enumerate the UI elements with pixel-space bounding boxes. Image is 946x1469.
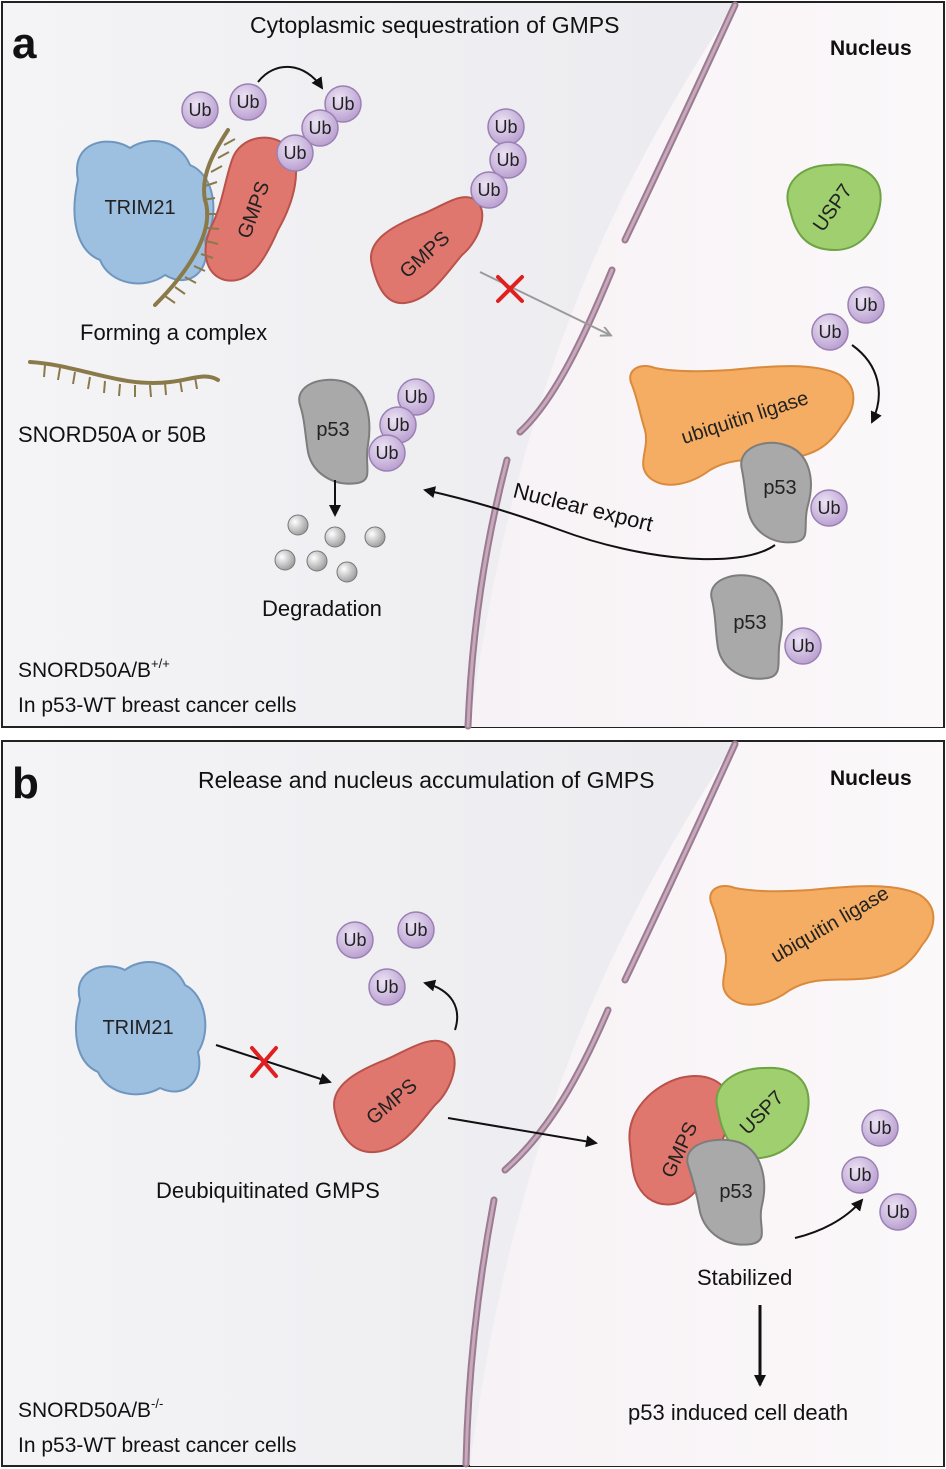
ub-marker: Ub (489, 141, 527, 179)
svg-text:Ub: Ub (404, 920, 427, 940)
forming-complex-label: Forming a complex (80, 320, 267, 345)
blocked-binding-arrow (215, 1044, 332, 1085)
ub-marker: Ub (810, 489, 848, 527)
ub-marker: Ub (811, 313, 849, 351)
p53-at-ligase: p53 Ub (740, 441, 848, 544)
ub-to-ligase-arrow (851, 344, 882, 424)
svg-text:Ub: Ub (308, 118, 331, 138)
inhibition-x-icon-b (250, 1046, 278, 1078)
ub-marker: Ub (847, 286, 885, 324)
p53-stabilized-label: p53 (719, 1181, 752, 1203)
svg-text:Ub: Ub (375, 977, 398, 997)
inhibition-x-icon (496, 275, 524, 303)
trim21-protein: TRIM21 (73, 140, 215, 285)
svg-text:Ub: Ub (868, 1118, 891, 1138)
panel-b-letter: b (12, 759, 39, 808)
degradation-fragments (274, 514, 386, 583)
ub-marker: Ub (336, 921, 374, 959)
gmps-deubiquitinated: GMPS (333, 1039, 456, 1154)
p53-cytoplasmic: p53 Ub Ub Ub (298, 378, 435, 485)
p53-at-ligase-label: p53 (763, 477, 796, 499)
ub-group-released: Ub Ub Ub (336, 911, 435, 1006)
svg-text:Ub: Ub (817, 498, 840, 518)
ub-marker: Ub (368, 434, 406, 472)
gmps-ubiquitinated: GMPS (369, 196, 484, 305)
panel-b-cells: In p53-WT breast cancer cells (18, 1434, 297, 1457)
trim21-protein-free: TRIM21 (75, 961, 207, 1096)
deubiquitinated-label: Deubiquitinated GMPS (156, 1178, 380, 1203)
svg-text:Ub: Ub (283, 143, 306, 163)
svg-text:Ub: Ub (477, 180, 500, 200)
svg-text:Ub: Ub (886, 1202, 909, 1222)
svg-text:Ub: Ub (188, 100, 211, 120)
ub-transfer-arrow (257, 66, 324, 90)
nuclear-export-arrow (423, 486, 776, 561)
ub-marker: Ub (368, 968, 406, 1006)
svg-text:Ub: Ub (791, 636, 814, 656)
ub-marker: Ub (324, 85, 362, 123)
snord-rna-complexed (153, 128, 230, 307)
svg-text:Ub: Ub (854, 295, 877, 315)
ub-marker: Ub (229, 83, 267, 121)
panel-a-condition: SNORD50A/B+/+ (18, 656, 170, 682)
ub-marker: Ub (784, 627, 822, 665)
panel-a-title: Cytoplasmic sequestration of GMPS (250, 12, 619, 38)
panel-a-cells: In p53-WT breast cancer cells (18, 694, 297, 717)
cell-death-label: p53 induced cell death (628, 1400, 848, 1425)
svg-text:Ub: Ub (331, 94, 354, 114)
ub-marker: Ub (397, 378, 435, 416)
ub-marker: Ub (470, 171, 508, 209)
svg-text:Ub: Ub (818, 322, 841, 342)
panel-b: b Release and nucleus accumulation of GM… (1, 740, 945, 1468)
panel-a: a Cytoplasmic sequestration of GMPS Nucl… (1, 1, 945, 730)
ub-release-arrow (423, 979, 459, 1031)
ubiquitin-ligase-idle: ubiquitin ligase (709, 882, 935, 1006)
ub-marker: Ub (879, 1193, 917, 1231)
snord-rna-legend (28, 360, 220, 398)
panel-b-condition: SNORD50A/B-/- (18, 1396, 163, 1422)
ub-group-complex: Ub Ub Ub Ub Ub (181, 83, 362, 172)
ub-marker: Ub (301, 109, 339, 147)
p53-nuclear-label: p53 (733, 612, 766, 634)
panel-a-nucleus-label: Nucleus (830, 37, 912, 60)
ub-marker: Ub (861, 1109, 899, 1147)
stabilized-label: Stabilized (697, 1265, 792, 1290)
svg-text:Ub: Ub (236, 92, 259, 112)
svg-text:Ub: Ub (494, 117, 517, 137)
p53-cytoplasmic-label: p53 (316, 419, 349, 441)
degradation-label: Degradation (262, 596, 382, 621)
ub-marker: Ub (181, 91, 219, 129)
panel-a-letter: a (12, 19, 37, 68)
p53-nuclear: p53 Ub (710, 574, 822, 680)
svg-text:Ub: Ub (343, 930, 366, 950)
ub-marker: Ub (276, 134, 314, 172)
trim21-label: TRIM21 (104, 197, 175, 219)
svg-text:Ub: Ub (386, 415, 409, 435)
p53-stabilized: p53 (686, 1138, 766, 1246)
ub-marker: Ub (487, 108, 525, 146)
usp7-protein: USP7 (786, 163, 882, 252)
ub-removal-arrow (794, 1198, 864, 1239)
nuclear-import-arrow (447, 1117, 598, 1148)
svg-text:Ub: Ub (496, 150, 519, 170)
ub-marker: Ub (397, 911, 435, 949)
panel-b-title: Release and nucleus accumulation of GMPS (198, 767, 654, 793)
snord-label: SNORD50A or 50B (18, 422, 206, 447)
gmps-complexed: GMPS (204, 136, 297, 282)
panel-b-nucleus-label: Nucleus (830, 767, 912, 790)
svg-text:Ub: Ub (848, 1165, 871, 1185)
ub-marker: Ub (841, 1156, 879, 1194)
svg-text:Ub: Ub (375, 443, 398, 463)
trim21-free-label: TRIM21 (102, 1017, 173, 1039)
usp7-in-complex: USP7 (715, 1066, 810, 1160)
ub-group-free-gmps: Ub Ub Ub (470, 108, 527, 209)
ub-group-removed: Ub Ub Ub (841, 1109, 917, 1231)
ub-group-ligase: Ub Ub (811, 286, 885, 351)
svg-text:Ub: Ub (404, 387, 427, 407)
